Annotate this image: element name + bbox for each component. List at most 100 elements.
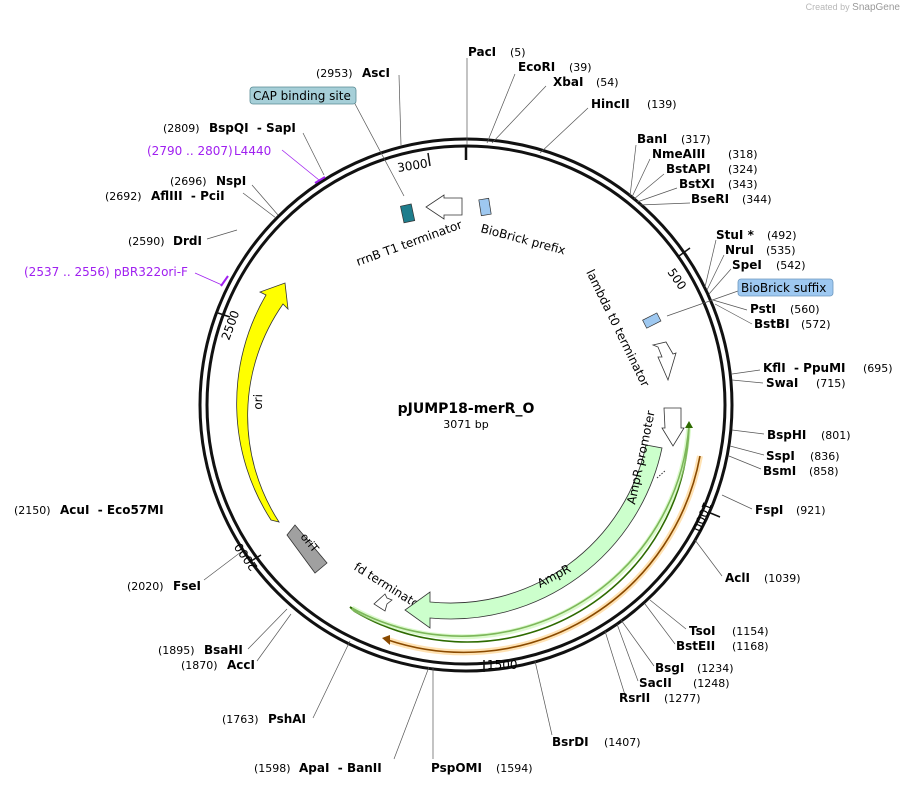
fd-terminator-arrow	[373, 593, 393, 612]
enzyme-bsahi-pos: (1895)	[158, 644, 195, 657]
enzyme-hincii-name: HincII	[591, 97, 630, 111]
enzyme-bstapi-pos: (324)	[728, 163, 758, 176]
enzyme-nspi-name: NspI	[216, 174, 246, 188]
ori-label: ori	[251, 394, 266, 410]
snapgene-logo: SnapGene	[852, 2, 900, 13]
lead-nmeaiii	[631, 158, 651, 198]
enzyme-drdi-pos: (2590)	[128, 235, 165, 248]
lead-bseri	[638, 202, 691, 206]
enzyme-bsmi-pos: (858)	[809, 465, 839, 478]
lead-acli	[694, 539, 723, 577]
enzyme-kfli-ppumi-pos: (695)	[863, 362, 893, 375]
enzyme-pshai-pos: (1763)	[222, 713, 259, 726]
primer-pbr322ori-f-lead	[194, 272, 223, 286]
ruler-tick-2500	[217, 312, 231, 318]
lead-psti	[712, 299, 748, 311]
enzyme-bstxi-name: BstXI	[679, 177, 715, 191]
primer-pbr322ori-f-range: (2537 .. 2556)	[24, 265, 110, 279]
lead-bani	[629, 144, 637, 197]
ampr-arrow	[404, 444, 663, 629]
enzyme-fsei-pos: (2020)	[127, 580, 164, 593]
lead-asci	[398, 74, 402, 146]
enzyme-sspi-name: SspI	[766, 449, 795, 463]
enzyme-rsrii-name: RsrII	[619, 691, 650, 705]
lead-sacii	[616, 623, 639, 682]
lambda-t0-terminator-label: lambda t0 terminator	[583, 267, 652, 389]
enzyme-asci-name: AscI	[362, 66, 390, 80]
enzyme-bseri-name: BseRI	[691, 192, 729, 206]
enzyme-acui-eco57mi-name: AcuI - Eco57MI	[60, 503, 164, 517]
enzyme-labels: PacI (5) EcoRI (39) XbaI (54) HincII (13…	[14, 45, 893, 775]
lead-sspi	[729, 445, 765, 456]
enzyme-swai-pos: (715)	[816, 377, 846, 390]
enzyme-drdi-name: DrdI	[173, 234, 202, 248]
primer-pbr322ori-f-name: pBR322ori-F	[114, 265, 188, 279]
snapgene-credit: Created by SnapGene	[806, 2, 900, 13]
lead-bspqi	[302, 132, 325, 176]
lead-bsmi	[728, 455, 762, 470]
lead-kfli	[731, 369, 761, 375]
lead-ecori	[486, 73, 516, 144]
primer-l4440-mark	[314, 176, 326, 184]
enzyme-bsphi-pos: (801)	[821, 429, 851, 442]
lead-drdi	[206, 229, 238, 240]
lead-bsahi	[247, 608, 288, 650]
ruler: 500 1000 1500 2000 2500 3000	[217, 152, 721, 672]
backbone-outer-ring	[198, 137, 734, 673]
orf-orange	[387, 455, 701, 654]
lead-bsrdi	[534, 660, 553, 736]
enzyme-stui-pos: (492)	[767, 229, 797, 242]
lambda-t0-terminator-arrow	[651, 341, 677, 382]
enzyme-apai-banii-name: ApaI - BanII	[299, 761, 382, 775]
enzyme-ecori-pos: (39)	[569, 61, 592, 74]
plasmid-name: pJUMP18-merR_O	[398, 401, 535, 417]
lead-rsrii	[604, 630, 626, 696]
enzyme-afliii-pcii-name: AflIII - PciI	[151, 189, 225, 203]
enzyme-acli-name: AclI	[725, 571, 750, 585]
enzyme-apai-banii-pos: (1598)	[254, 762, 291, 775]
lead-stui	[704, 239, 717, 288]
cap-binding-site-box-label	[249, 86, 357, 105]
enzyme-nmeaiii-pos: (318)	[728, 148, 758, 161]
lead-afliii	[242, 192, 277, 219]
enzyme-pshai-name: PshAI	[268, 712, 306, 726]
enzyme-bstxi-pos: (343)	[728, 178, 758, 191]
enzyme-xbai-name: XbaI	[553, 75, 583, 89]
enzyme-sspi-pos: (836)	[810, 450, 840, 463]
biobrick-suffix-box	[642, 312, 662, 329]
enzyme-swai-name: SwaI	[766, 376, 798, 390]
enzyme-fspi-name: FspI	[755, 503, 783, 517]
lead-xbai	[491, 85, 547, 144]
lead-bsgi	[620, 619, 655, 667]
lead-bsteii	[644, 603, 676, 645]
enzyme-ecori-name: EcoRI	[518, 60, 555, 74]
enzyme-nspi-pos: (2696)	[170, 175, 207, 188]
ruler-tick-500	[678, 247, 691, 257]
lead-bstbi	[714, 303, 753, 325]
orf-orange-head	[382, 635, 390, 645]
cap-binding-site-box	[400, 203, 416, 224]
enzyme-paci-pos: (5)	[510, 46, 526, 59]
biobrick-suffix-box-label	[737, 278, 834, 297]
ampr-promoter-arrow	[661, 407, 685, 447]
ruler-label-1500: 1500	[487, 658, 518, 672]
enzyme-paci-name: PacI	[468, 45, 496, 59]
enzyme-sacii-pos: (1248)	[693, 677, 730, 690]
enzyme-stui-name: StuI *	[716, 228, 755, 242]
enzyme-pspomi-name: PspOMI	[431, 761, 482, 775]
cap-binding-site-lead	[353, 101, 405, 197]
enzyme-bsgi-name: BsgI	[655, 661, 684, 675]
enzyme-acci-name: AccI	[227, 658, 255, 672]
enzyme-rsrii-pos: (1277)	[664, 692, 701, 705]
cap-binding-site-label: CAP binding site	[253, 89, 351, 103]
biobrick-suffix-label: BioBrick suffix	[741, 281, 826, 295]
lead-spei	[708, 268, 732, 295]
plasmid-length: 3071 bp	[443, 418, 488, 431]
enzyme-xbai-pos: (54)	[596, 76, 619, 89]
lead-fspi	[721, 494, 753, 510]
rrnb-t1-terminator-arrow	[425, 194, 463, 220]
enzyme-nmeaiii-name: NmeAIII	[652, 147, 705, 161]
lead-pshai	[312, 640, 351, 719]
enzyme-bstapi-name: BstAPI	[666, 162, 711, 176]
